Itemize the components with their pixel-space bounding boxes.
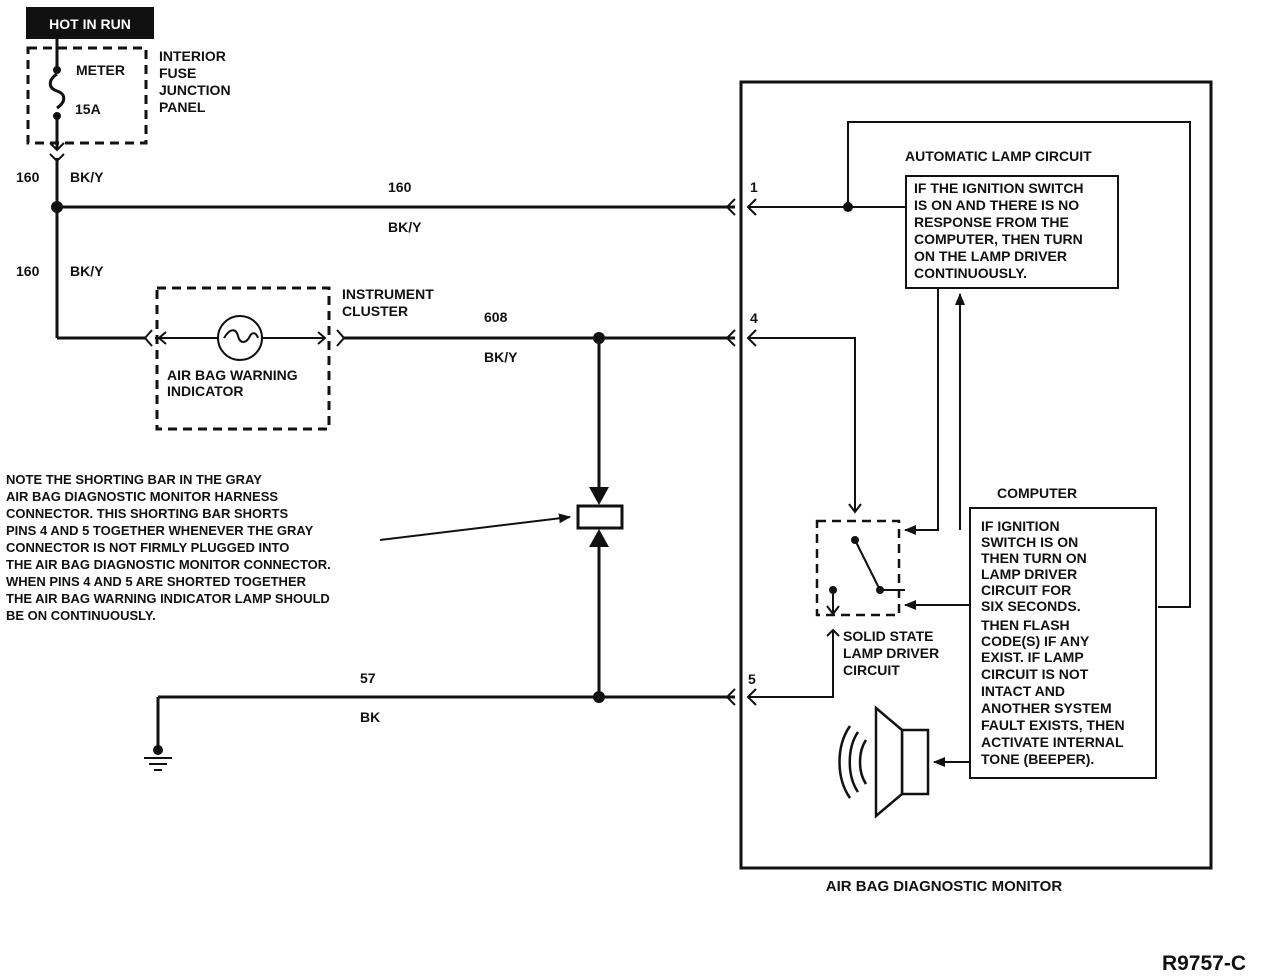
computer-line-9: EXIST. IF LAMP	[981, 649, 1084, 665]
instrument-cluster-label-2: CLUSTER	[342, 303, 408, 319]
computer-line-2: SWITCH IS ON	[981, 534, 1078, 550]
computer-line-4: LAMP DRIVER	[981, 566, 1077, 582]
note-line-5: CONNECTOR IS NOT FIRMLY PLUGGED INTO	[6, 540, 289, 555]
wire-57-label: 57	[360, 670, 376, 686]
fuse-junction-panel: METER 15A INTERIOR FUSE JUNCTION PANEL	[26, 39, 231, 163]
wire-160-label-top: 160	[388, 179, 412, 195]
note-line-2: AIR BAG DIAGNOSTIC MONITOR HARNESS	[6, 489, 278, 504]
computer-line-5: CIRCUIT FOR	[981, 582, 1071, 598]
note-line-4: PINS 4 AND 5 TOGETHER WHENEVER THE GRAY	[6, 523, 314, 538]
lamp-driver-label-2: LAMP DRIVER	[843, 645, 939, 661]
indicator-label-1: AIR BAG WARNING	[167, 367, 298, 383]
auto-lamp-line-1: IF THE IGNITION SWITCH	[914, 180, 1084, 196]
hot-in-run-text: HOT IN RUN	[49, 16, 131, 32]
wire-608-label: 608	[484, 309, 508, 325]
auto-lamp-line-4: COMPUTER, THEN TURN	[914, 231, 1083, 247]
wire-57: 57 BK	[144, 670, 736, 771]
pin-5-label: 5	[748, 671, 756, 687]
fuse-panel-label-3: JUNCTION	[159, 82, 231, 98]
wire-160-color-b: BK/Y	[70, 263, 104, 279]
lamp-driver-label-1: SOLID STATE	[843, 628, 933, 644]
wire-608: 608 BK/Y	[344, 309, 736, 505]
computer-line-8: CODE(S) IF ANY	[981, 633, 1090, 649]
note-line-6: THE AIR BAG DIAGNOSTIC MONITOR CONNECTOR…	[6, 557, 331, 572]
note-line-1: NOTE THE SHORTING BAR IN THE GRAY	[6, 472, 262, 487]
hot-in-run-label: HOT IN RUN	[26, 7, 154, 39]
air-bag-diagnostic-monitor: AIR BAG DIAGNOSTIC MONITOR 1 4 5 AUTOMAT…	[739, 80, 1213, 895]
ground-icon	[144, 745, 172, 771]
instrument-cluster-label-1: INSTRUMENT	[342, 286, 434, 302]
wire-57-color: BK	[360, 709, 380, 725]
computer-box	[969, 507, 1157, 779]
computer-title: COMPUTER	[997, 485, 1077, 501]
fuse-icon	[48, 72, 66, 110]
splice-dot-57	[593, 691, 605, 703]
pin-1-label: 1	[750, 179, 758, 195]
computer-line-7: THEN FLASH	[981, 617, 1070, 633]
wire-160-color-a: BK/Y	[70, 169, 104, 185]
shorting-bar-note: NOTE THE SHORTING BAR IN THE GRAY AIR BA…	[6, 472, 331, 623]
computer-line-13: FAULT EXISTS, THEN	[981, 717, 1125, 733]
wire-608-color: BK/Y	[484, 349, 518, 365]
wire-160-color-top: BK/Y	[388, 219, 422, 235]
auto-lamp-box	[905, 175, 1119, 289]
fuse-meter-label: METER	[76, 62, 125, 78]
computer-line-14: ACTIVATE INTERNAL	[981, 734, 1124, 750]
lamp-driver-label-3: CIRCUIT	[843, 662, 900, 678]
indicator-label-2: INDICATOR	[167, 383, 243, 399]
figure-id: R9757-C	[1162, 952, 1246, 975]
computer-line-15: TONE (BEEPER).	[981, 751, 1094, 767]
monitor-title: AIR BAG DIAGNOSTIC MONITOR	[826, 878, 1063, 895]
fuse-rating-label: 15A	[75, 101, 101, 117]
auto-lamp-line-2: IS ON AND THERE IS NO	[914, 197, 1079, 213]
auto-lamp-line-6: CONTINUOUSLY.	[914, 265, 1027, 281]
lamp-driver-switch	[815, 519, 905, 617]
auto-lamp-title: AUTOMATIC LAMP CIRCUIT	[905, 148, 1092, 164]
fuse-panel-label-4: PANEL	[159, 99, 206, 115]
computer-line-12: ANOTHER SYSTEM	[981, 700, 1112, 716]
auto-lamp-line-3: RESPONSE FROM THE	[914, 214, 1069, 230]
computer-line-6: SIX SECONDS.	[981, 598, 1081, 614]
note-line-3: CONNECTOR. THIS SHORTING BAR SHORTS	[6, 506, 288, 521]
beeper-speaker-icon	[838, 705, 930, 819]
wire-160: 160 BK/Y 160 BK/Y 160 BK/Y	[16, 158, 736, 340]
instrument-cluster: INSTRUMENT CLUSTER AIR BAG WARNING INDIC…	[143, 286, 434, 431]
computer-line-3: THEN TURN ON	[981, 550, 1087, 566]
pin-4-label: 4	[750, 310, 758, 326]
wire-160-label-b: 160	[16, 263, 40, 279]
note-line-9: BE ON CONTINUOUSLY.	[6, 608, 156, 623]
computer-line-1: IF IGNITION	[981, 518, 1060, 534]
shorting-bar	[379, 504, 624, 697]
computer-line-11: INTACT AND	[981, 683, 1065, 699]
auto-lamp-line-5: ON THE LAMP DRIVER	[914, 248, 1067, 264]
fuse-panel-label-1: INTERIOR	[159, 48, 226, 64]
wire-160-label-a: 160	[16, 169, 40, 185]
fuse-panel-label-2: FUSE	[159, 65, 196, 81]
note-line-8: THE AIR BAG WARNING INDICATOR LAMP SHOUL…	[6, 591, 330, 606]
note-line-7: WHEN PINS 4 AND 5 ARE SHORTED TOGETHER	[6, 574, 307, 589]
computer-line-10: CIRCUIT IS NOT	[981, 666, 1089, 682]
